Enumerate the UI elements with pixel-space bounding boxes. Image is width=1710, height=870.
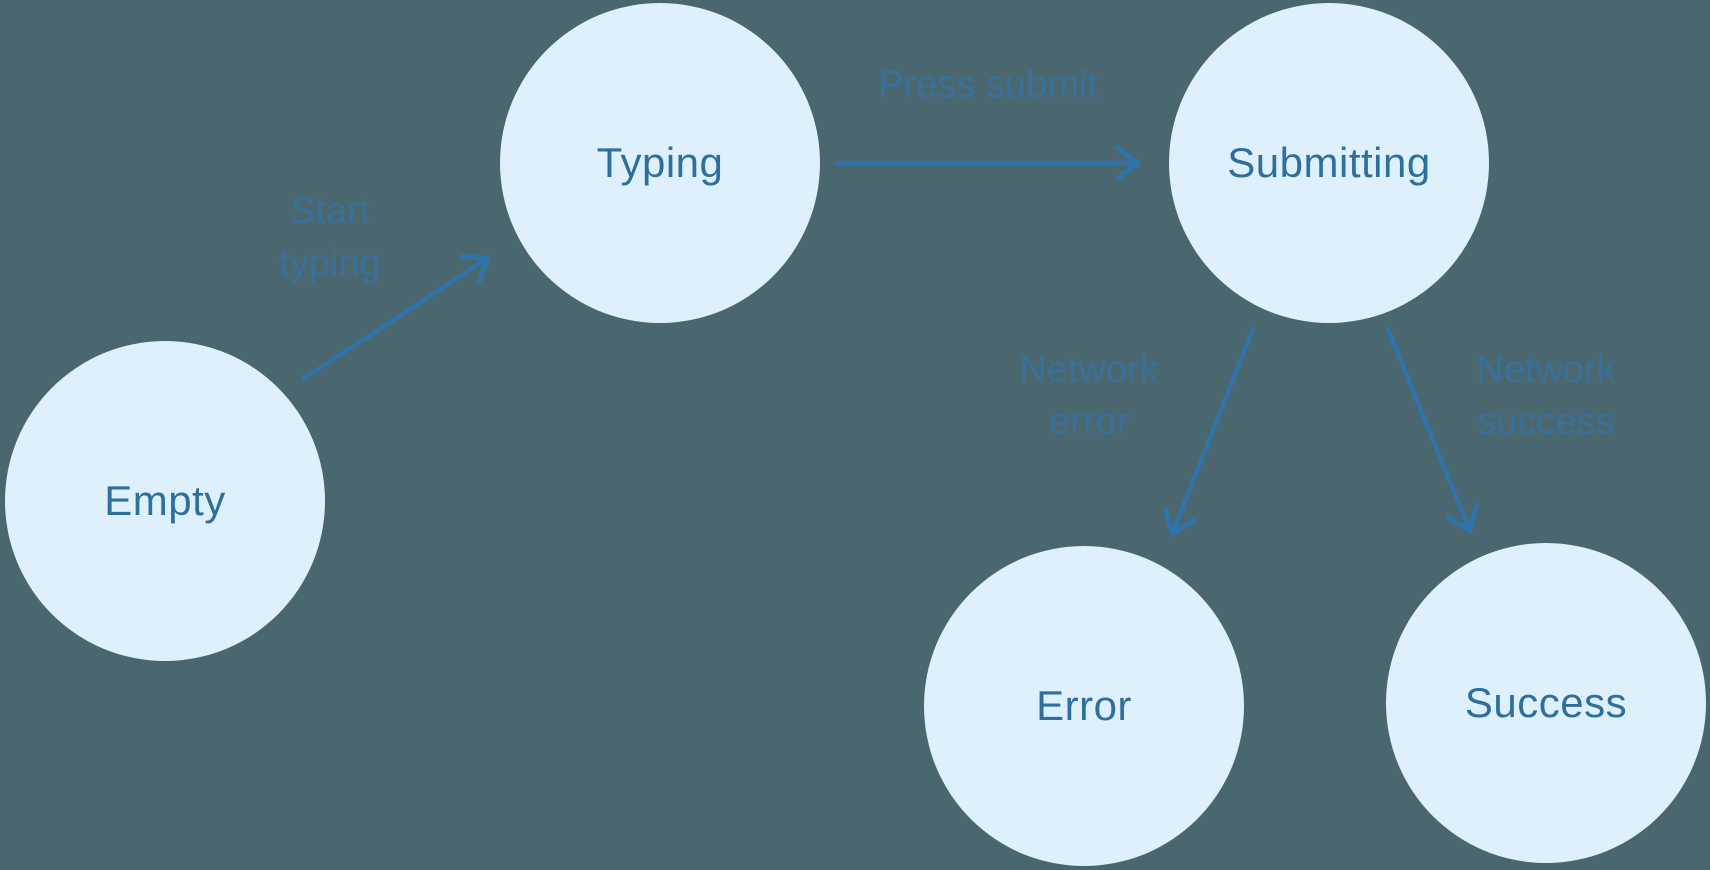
transition-label-line: error [1048,401,1130,443]
transition-label-network-success: Network success [1476,344,1615,448]
state-label-empty: Empty [104,477,226,524]
transition-label-start-typing: Start typing [279,185,380,289]
transition-arrow-submitting-to-error [1162,326,1256,537]
state-node-submitting: Submitting [1169,3,1489,323]
transition-label-line: Press submit [878,64,1098,106]
state-node-empty: Empty [5,341,325,661]
transition-label-line: Network [1019,349,1159,391]
transition-arrow-submitting-to-success [1385,326,1479,534]
state-node-typing: Typing [500,3,820,323]
state-label-error: Error [1036,682,1132,729]
transition-label-line: typing [279,242,381,284]
transition-label-line: Start [289,190,371,232]
state-label-submitting: Submitting [1227,139,1431,186]
transition-label-press-submit: Press submit [878,59,1098,111]
transition-label-network-error: Network error [1019,344,1158,448]
state-node-error: Error [924,546,1244,866]
transition-label-line: success [1477,401,1615,443]
transition-label-line: Network [1476,349,1616,391]
state-label-success: Success [1464,679,1628,726]
state-node-success: Success [1386,543,1706,863]
state-label-typing: Typing [596,139,724,186]
